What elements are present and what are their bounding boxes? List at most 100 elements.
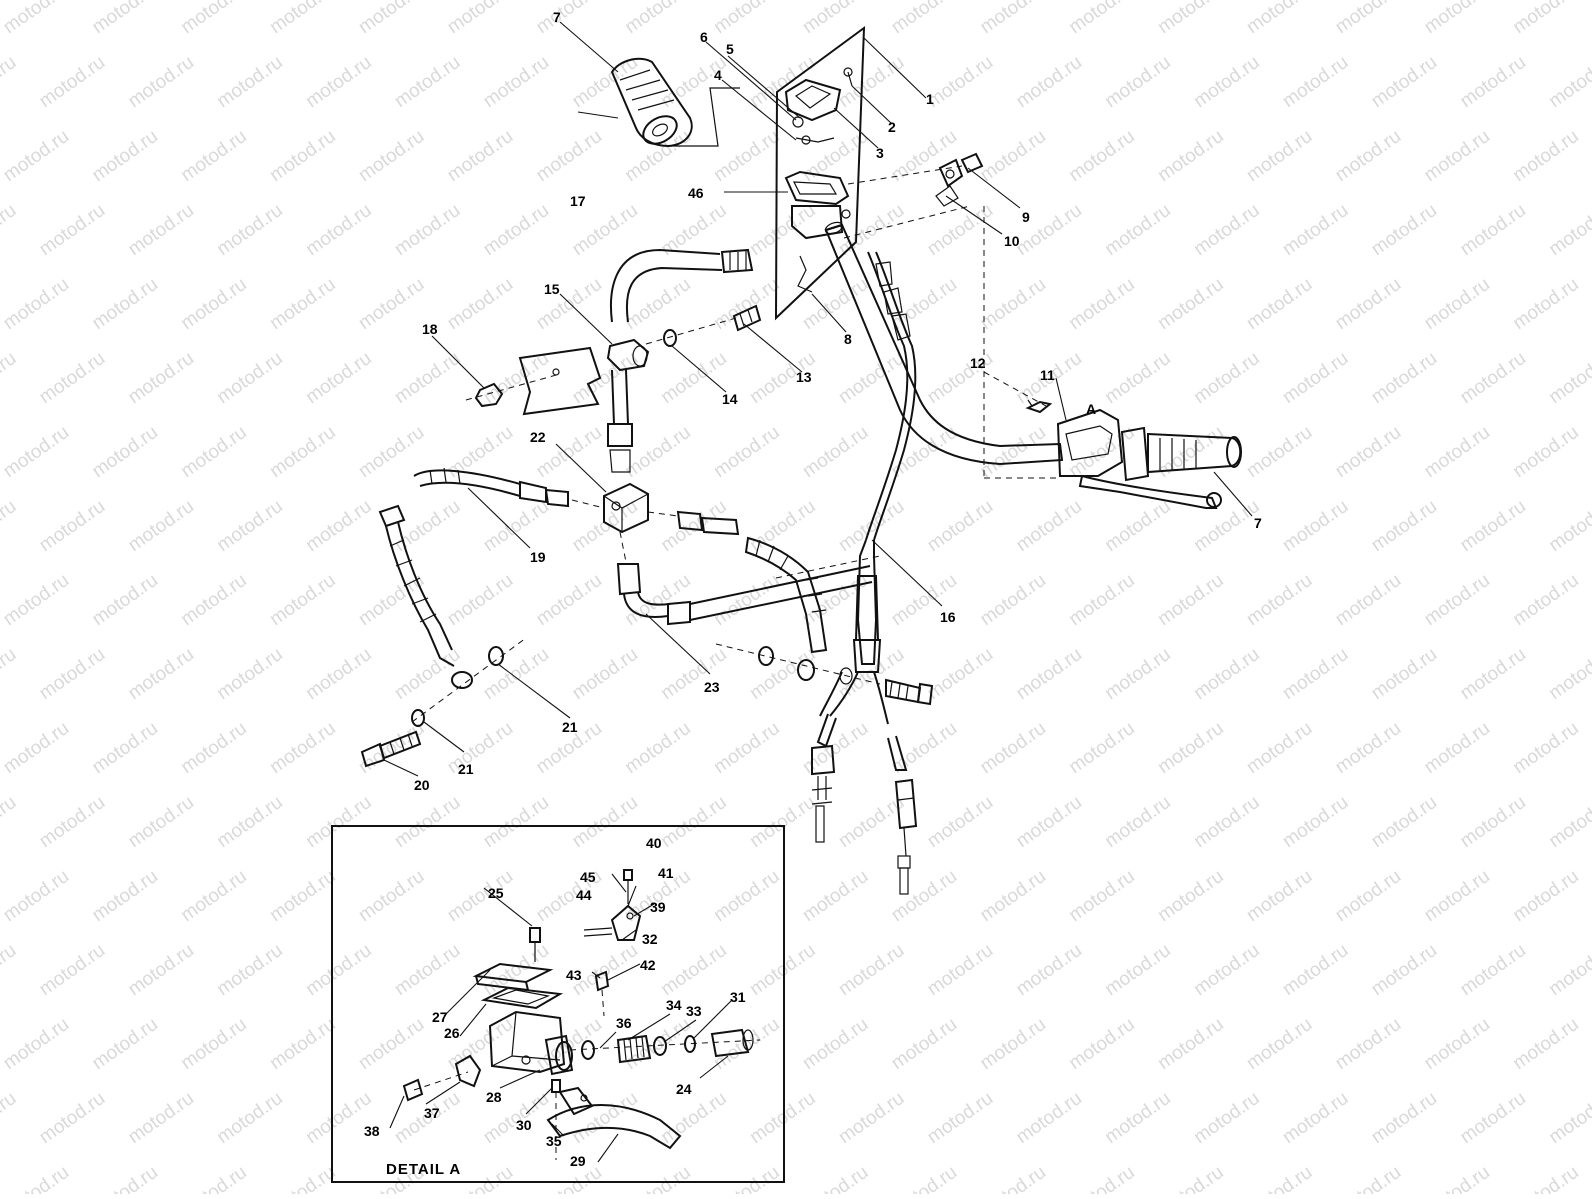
callout-35: 35 [546, 1133, 562, 1149]
watermark-text: motod.ru [1154, 0, 1227, 38]
watermark-text: motod.ru [976, 718, 1049, 778]
watermark-text: motod.ru [1420, 126, 1493, 186]
watermark-text: motod.ru [1456, 348, 1529, 408]
watermark-text: motod.ru [444, 866, 517, 926]
callout-43: 43 [566, 967, 582, 983]
watermark-text: motod.ru [36, 644, 109, 704]
watermark-text: motod.ru [799, 0, 872, 38]
watermark-text: motod.ru [391, 496, 464, 556]
watermark-text: motod.ru [1545, 792, 1592, 852]
watermark-text: motod.ru [1065, 866, 1138, 926]
callout-39: 39 [650, 899, 666, 915]
watermark-text: motod.ru [1368, 1088, 1441, 1148]
watermark-text: motod.ru [1190, 496, 1263, 556]
callout-14: 14 [722, 391, 738, 407]
watermark-text: motod.ru [1545, 1088, 1592, 1148]
watermark-text: motod.ru [657, 792, 730, 852]
watermark-text: motod.ru [1456, 940, 1529, 1000]
watermark-text: motod.ru [213, 200, 286, 260]
watermark-text: motod.ru [0, 570, 73, 630]
watermark-text: motod.ru [355, 0, 428, 38]
watermark-text: motod.ru [0, 644, 20, 704]
watermark-text: motod.ru [924, 348, 997, 408]
watermark-text: motod.ru [0, 792, 20, 852]
watermark-text: motod.ru [1279, 52, 1352, 112]
watermark-text: motod.ru [177, 274, 250, 334]
callout-36: 36 [616, 1015, 632, 1031]
watermark-text: motod.ru [36, 792, 109, 852]
watermark-text: motod.ru [888, 274, 961, 334]
watermark-text: motod.ru [1332, 718, 1405, 778]
watermark-text: motod.ru [213, 1088, 286, 1148]
callout-32: 32 [642, 931, 658, 947]
watermark-text: motod.ru [355, 126, 428, 186]
watermark-text: motod.ru [1065, 570, 1138, 630]
watermark-text: motod.ru [1012, 644, 1085, 704]
watermark-text: motod.ru [1420, 718, 1493, 778]
watermark-text: motod.ru [1332, 0, 1405, 38]
watermark-text: motod.ru [88, 126, 161, 186]
watermark-text: motod.ru [1368, 644, 1441, 704]
watermark-text: motod.ru [621, 0, 694, 38]
watermark-text: motod.ru [266, 274, 339, 334]
watermark-text: motod.ru [1545, 200, 1592, 260]
watermark-text: motod.ru [1243, 866, 1316, 926]
watermark-text: motod.ru [532, 0, 605, 38]
watermark-text: motod.ru [1368, 940, 1441, 1000]
watermark-text: motod.ru [976, 1014, 1049, 1074]
watermark-text: motod.ru [1190, 1088, 1263, 1148]
watermark-text: motod.ru [1279, 940, 1352, 1000]
hose-bolt-right [885, 678, 934, 706]
watermark-text: motod.ru [799, 422, 872, 482]
watermark-text: motod.ru [266, 1014, 339, 1074]
watermark-text: motod.ru [177, 0, 250, 38]
watermark-text: motod.ru [1368, 496, 1441, 556]
watermark-text: motod.ru [302, 496, 375, 556]
watermark-text: motod.ru [266, 0, 339, 38]
callout-34: 34 [666, 997, 682, 1013]
watermark-text: motod.ru [657, 940, 730, 1000]
watermark-text: motod.ru [1012, 940, 1085, 1000]
watermark-text: motod.ru [568, 1088, 641, 1148]
watermark-text: motod.ru [799, 1014, 872, 1074]
watermark-text: motod.ru [391, 792, 464, 852]
callout-2: 2 [888, 119, 896, 135]
watermark-text: motod.ru [302, 348, 375, 408]
grip-reference-lines [983, 206, 1060, 479]
watermark-text: motod.ru [1279, 348, 1352, 408]
watermark-text: motod.ru [1456, 496, 1529, 556]
watermark-text: motod.ru [0, 1014, 73, 1074]
watermark-text: motod.ru [1368, 348, 1441, 408]
watermark-text: motod.ru [0, 422, 73, 482]
watermark-text: motod.ru [532, 126, 605, 186]
watermark-text: motod.ru [976, 1162, 1049, 1194]
watermark-text: motod.ru [88, 0, 161, 38]
watermark-text: motod.ru [1101, 348, 1174, 408]
watermark-text: motod.ru [480, 200, 553, 260]
watermark-text: motod.ru [746, 940, 819, 1000]
watermark-text: motod.ru [1243, 126, 1316, 186]
watermark-text: motod.ru [1012, 52, 1085, 112]
watermark-text: motod.ru [444, 126, 517, 186]
watermark-text: motod.ru [1065, 718, 1138, 778]
watermark-text: motod.ru [1012, 792, 1085, 852]
callout-41: 41 [658, 865, 674, 881]
watermark-text: motod.ru [355, 422, 428, 482]
watermark-text: motod.ru [1456, 52, 1529, 112]
watermark-text: motod.ru [568, 496, 641, 556]
watermark-text: motod.ru [0, 126, 73, 186]
watermark-text: motod.ru [1243, 422, 1316, 482]
watermark-text: motod.ru [888, 126, 961, 186]
callout-26: 26 [444, 1025, 460, 1041]
callout-13: 13 [796, 369, 812, 385]
watermark-text: motod.ru [1190, 792, 1263, 852]
watermark-text: motod.ru [710, 1162, 783, 1194]
callout-38: 38 [364, 1123, 380, 1139]
watermark-text: motod.ru [266, 422, 339, 482]
watermark-text: motod.ru [36, 940, 109, 1000]
watermark-text: motod.ru [1420, 570, 1493, 630]
watermark-text: motod.ru [1101, 200, 1174, 260]
watermark-text: motod.ru [213, 940, 286, 1000]
watermark-text: motod.ru [36, 200, 109, 260]
watermark-text: motod.ru [1154, 866, 1227, 926]
